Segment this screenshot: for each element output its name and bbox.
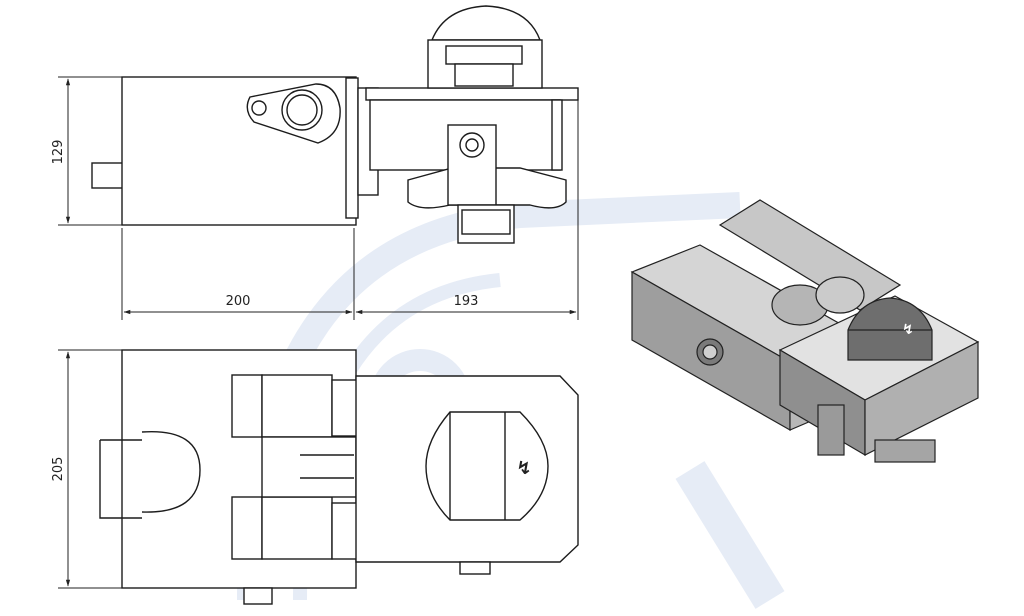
dimension-width-bottom: 205 <box>51 457 66 482</box>
dimension-height-top: 129 <box>51 140 66 165</box>
dimension-length-right: 193 <box>454 294 479 309</box>
isometric-view <box>630 199 980 463</box>
brand-logo-icon: ↯ <box>516 458 531 479</box>
dimension-lines <box>58 76 579 589</box>
dimension-length-left: 200 <box>226 294 251 309</box>
bottom-view <box>99 349 579 605</box>
brand-logo-iso-icon: ↯ <box>902 322 914 338</box>
top-view <box>91 5 579 244</box>
